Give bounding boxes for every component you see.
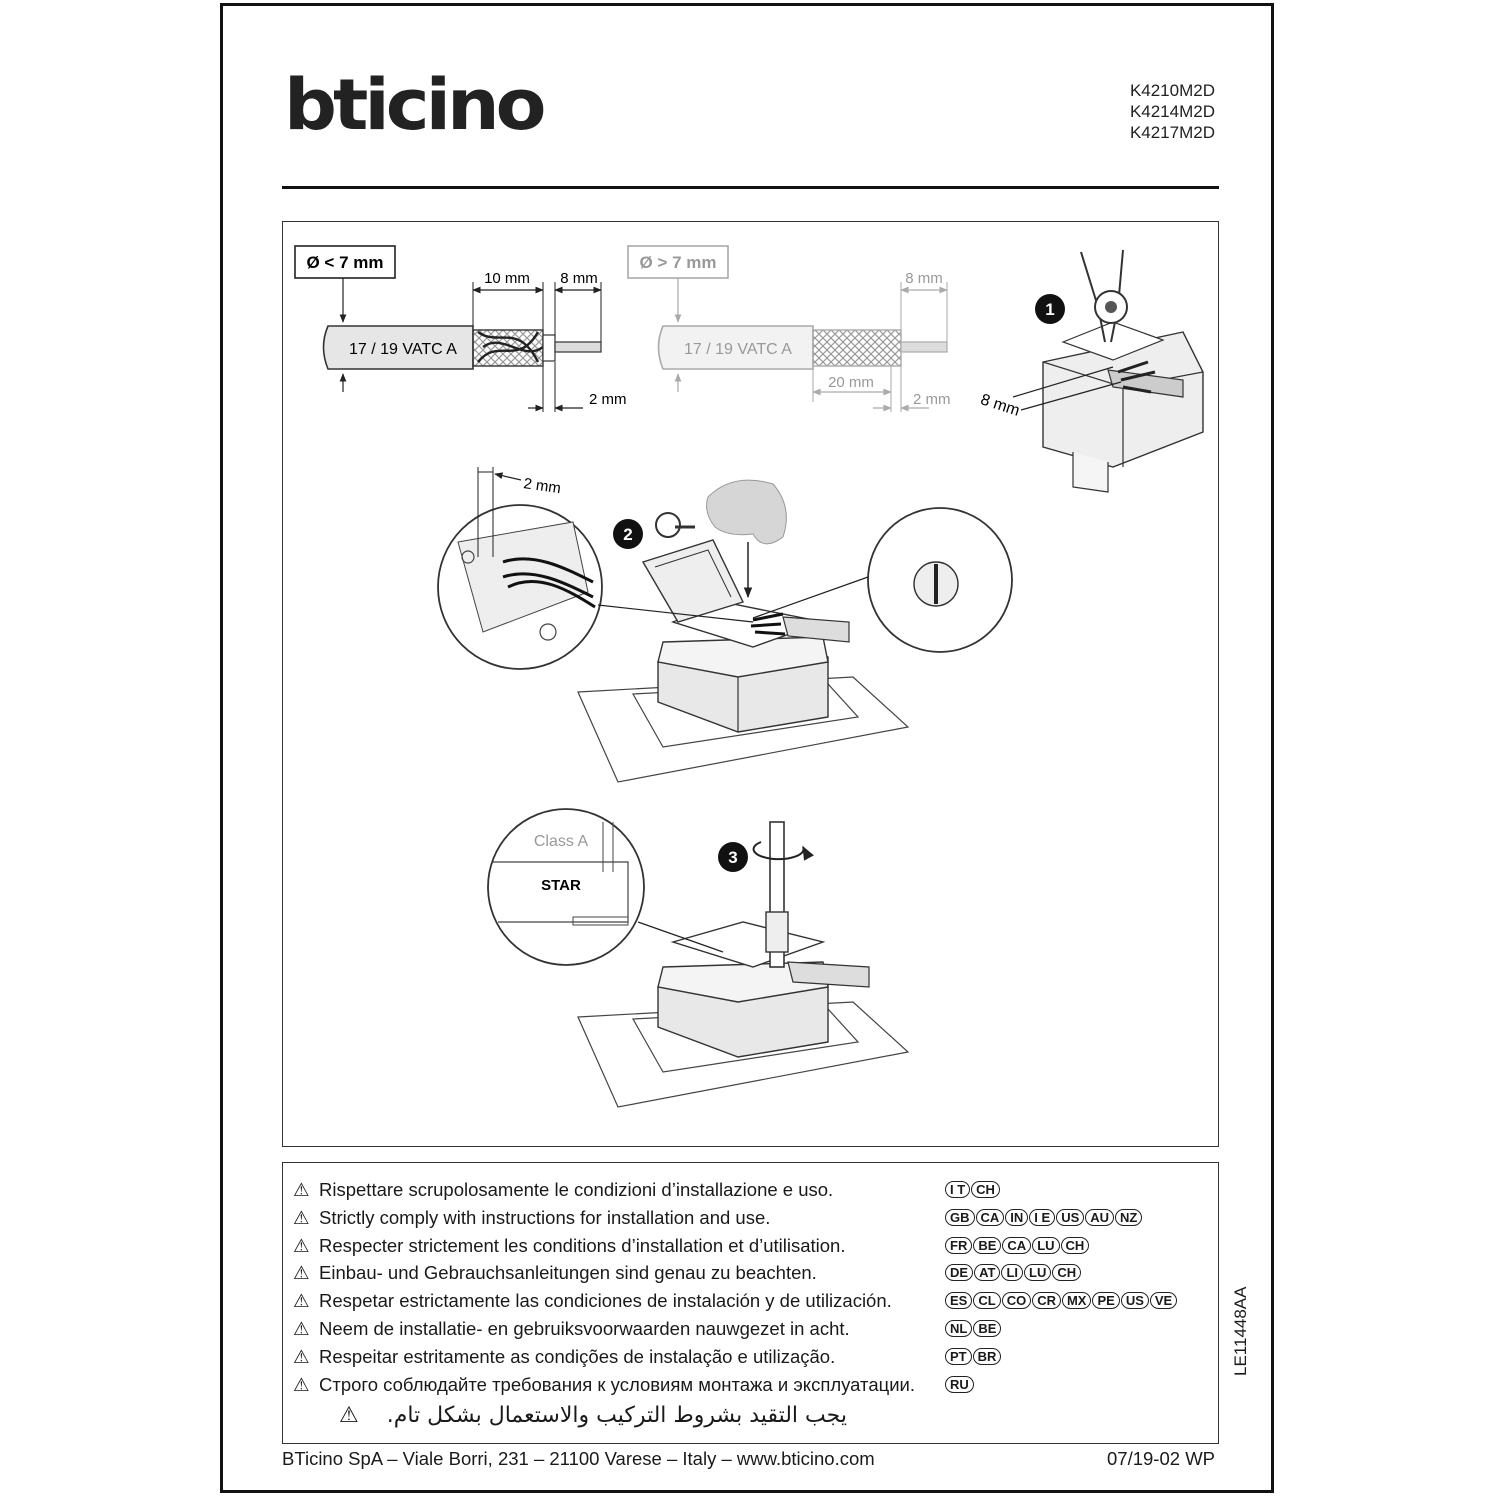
warning-icon: ⚠ (293, 1207, 310, 1228)
model-list: K4210M2D K4214M2D K4217M2D (1130, 80, 1215, 143)
document-id: LE11448AA (1231, 1286, 1250, 1376)
installation-illustration: Ø < 7 mm 17 / 19 VATC A 10 mm 8 mm (294, 245, 1204, 1108)
note-line: ⚠Строго соблюдайте требования к условиям… (293, 1374, 916, 1395)
step2-number: 2 (623, 525, 632, 544)
dim-braid-small: 10 mm (484, 270, 530, 287)
note-line: ⚠Rispettare scrupolosamente le condizion… (293, 1179, 834, 1200)
installation-figure: Ø < 7 mm 17 / 19 VATC A 10 mm 8 mm (282, 221, 1219, 1147)
company-address: BTicino SpA – Viale Borri, 231 – 21100 V… (282, 1448, 875, 1469)
step2-illustration: 2 2 mm (437, 467, 1013, 783)
cable-small-label-box (294, 245, 396, 279)
safety-notes: ⚠Rispettare scrupolosamente le condizion… (282, 1162, 1219, 1444)
dim-end-large: 2 mm (913, 391, 951, 408)
step2-dim: 2 mm (522, 475, 562, 497)
note-line: ⚠Neem de installatie- en gebruiksvoorwaa… (293, 1318, 850, 1339)
step3-illustration: 3 Class A STAR (487, 808, 910, 1108)
step1-badge (1035, 294, 1065, 324)
cable-large-diagram: Ø > 7 mm 17 / 19 VATC A 8 mm 20 mm 2 mm (627, 245, 951, 412)
arabic-note: يجب التقيد بشروط التركيب والاستعمال بشكل… (339, 1403, 847, 1428)
brand-logo: bticino (284, 64, 546, 146)
warning-icon: ⚠ (293, 1179, 310, 1200)
cable-jacket (322, 325, 474, 370)
warning-icon: ⚠ (293, 1318, 310, 1339)
dim-end-small: 2 mm (589, 391, 627, 408)
warning-icon: ⚠ (339, 1403, 359, 1428)
cable-large-text: 17 / 19 VATC A (684, 341, 792, 358)
step1-illustration: 8 mm 1 (978, 249, 1204, 493)
step1-dim: 8 mm (978, 391, 1021, 420)
country-codes: RU (945, 1376, 975, 1394)
step1-number: 1 (1045, 300, 1054, 319)
note-line: ⚠Strictly comply with instructions for i… (293, 1207, 771, 1228)
step3-number: 3 (728, 848, 737, 867)
step2-badge (613, 519, 643, 549)
note-line: ⚠Respeitar estritamente as condições de … (293, 1346, 836, 1367)
note-line: ⚠Einbau- und Gebrauchsanleitungen sind g… (293, 1262, 817, 1283)
model-code: K4217M2D (1129, 123, 1215, 142)
cable-small-diagram: Ø < 7 mm 17 / 19 VATC A 10 mm 8 mm (294, 245, 627, 412)
step3-zoom (487, 808, 645, 966)
note-line: ⚠Respetar estrictamente las condiciones … (293, 1290, 892, 1311)
instruction-sheet: bticino K4210M2D K4214M2D K4217M2D (220, 3, 1274, 1493)
star-label: STAR (541, 877, 581, 894)
warning-icon: ⚠ (293, 1262, 310, 1283)
cable-core (554, 341, 602, 353)
cable-small-label: Ø < 7 mm (306, 253, 383, 272)
class-a-label: Class A (534, 833, 589, 850)
step3-badge (718, 842, 748, 872)
model-code: K4214M2D (1129, 102, 1215, 121)
warning-icon: ⚠ (293, 1374, 310, 1395)
cable-large-label-box (627, 245, 729, 279)
document-version: 07/19-02 WP (1107, 1448, 1215, 1469)
cable-small-text: 17 / 19 VATC A (349, 341, 457, 358)
dim-core-large: 8 mm (905, 270, 943, 287)
model-code: K4210M2D (1129, 81, 1215, 100)
cable-large-label: Ø > 7 mm (639, 253, 716, 272)
warning-icon: ⚠ (293, 1346, 310, 1367)
warning-icon: ⚠ (293, 1290, 310, 1311)
header-divider (282, 186, 1219, 189)
warning-icon: ⚠ (293, 1235, 310, 1256)
note-line: ⚠Respecter strictement les conditions d’… (293, 1235, 846, 1256)
dim-braid-large: 20 mm (828, 374, 874, 391)
dim-core-small: 8 mm (560, 270, 598, 287)
